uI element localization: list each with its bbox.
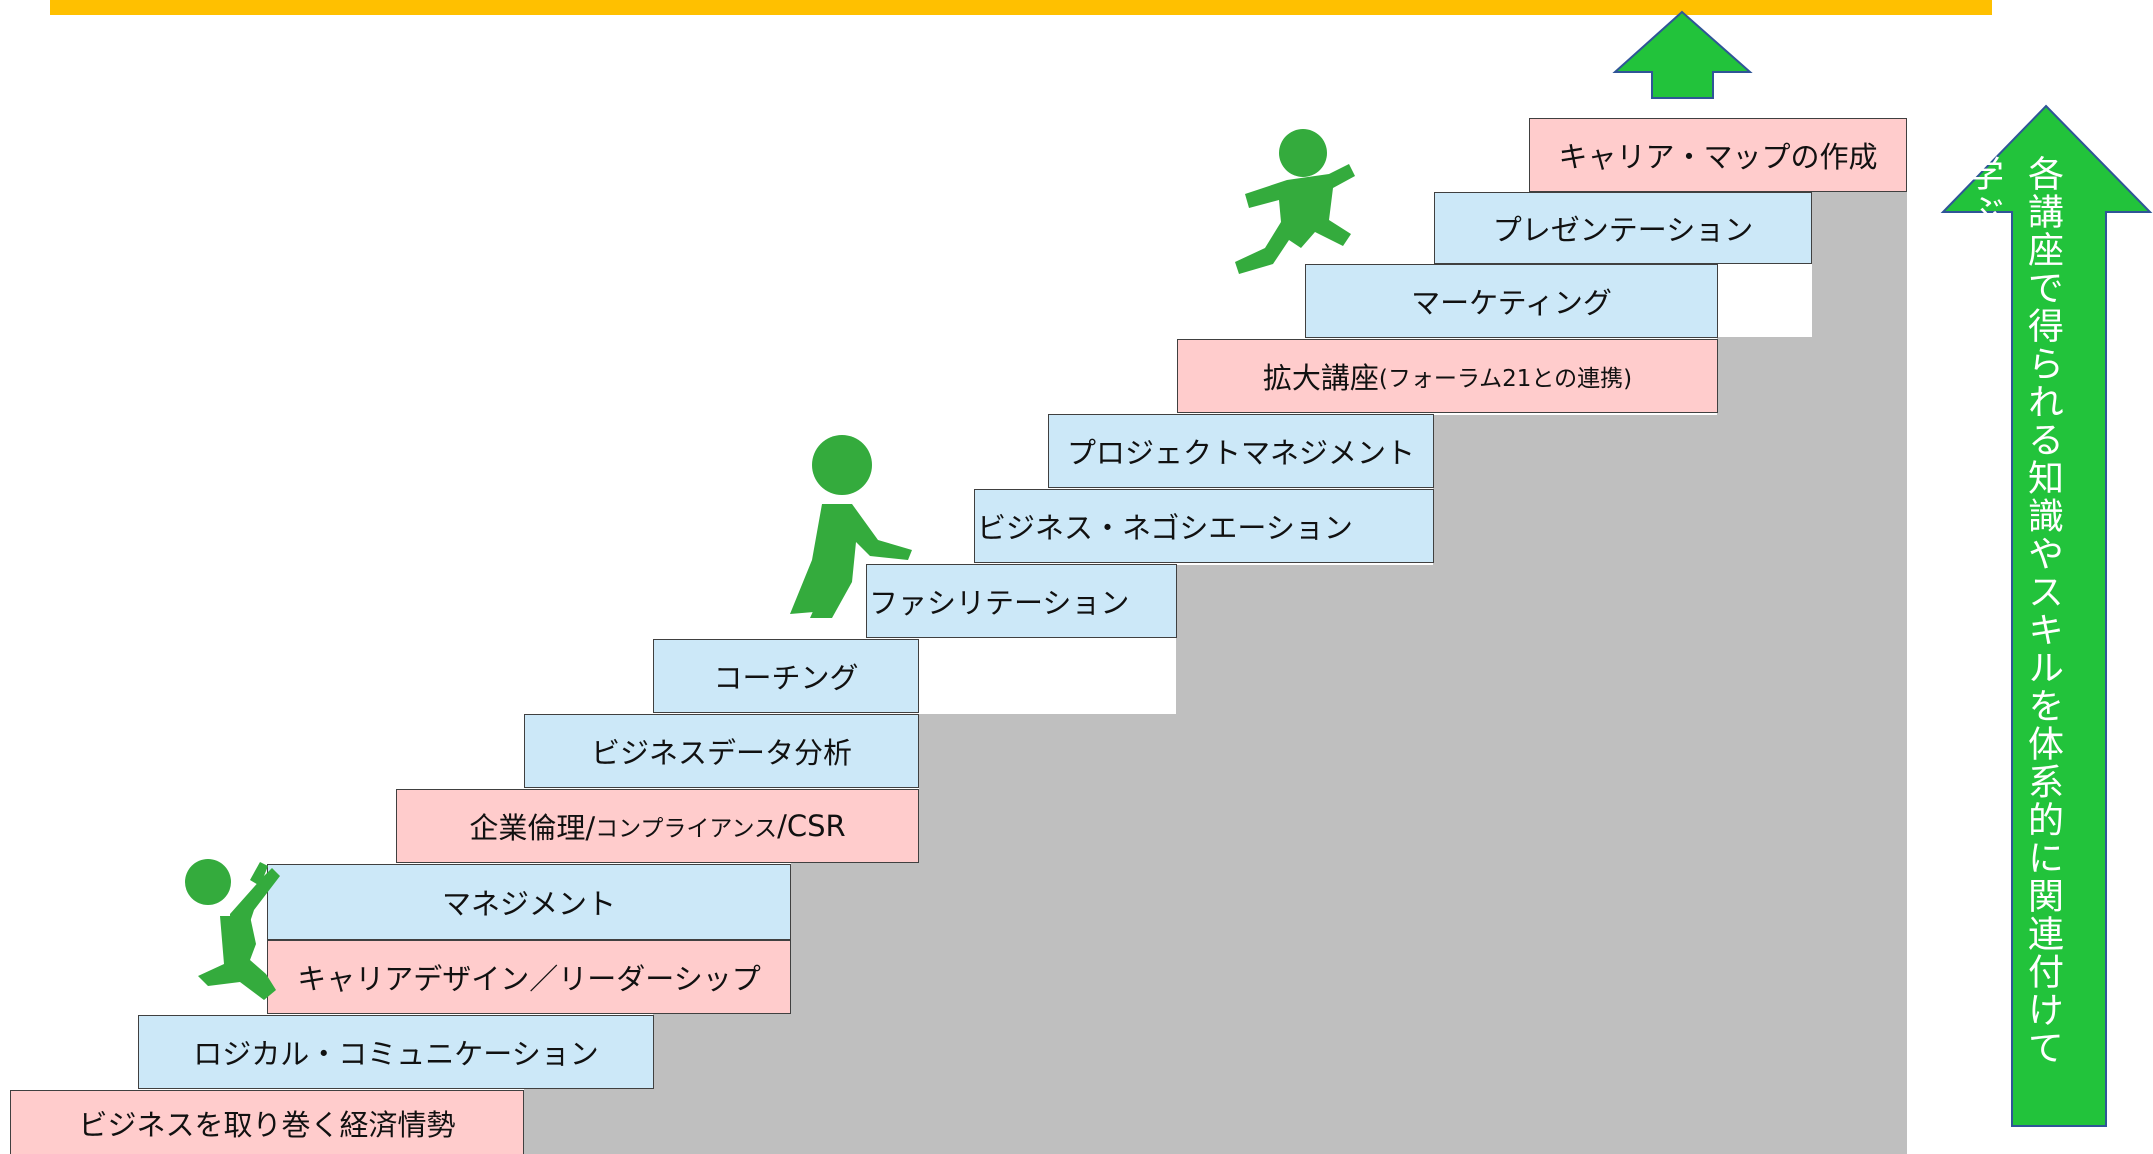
step-business-data-analysis: ビジネスデータ分析	[524, 714, 919, 788]
climbing-person-icon	[185, 859, 280, 1000]
step-label: キャリアデザイン／リーダーシップ	[297, 962, 761, 996]
step-label: プロジェクトマネジメント	[1066, 436, 1415, 470]
step-label: マーケティング	[1411, 286, 1612, 320]
step-management: マネジメント	[267, 864, 791, 940]
step-label: 拡大講座	[1262, 361, 1379, 395]
step-label: ロジカル・コミュニケーション	[193, 1037, 599, 1071]
step-ethics-compliance-csr: 企業倫理/コンプライアンス/CSR	[396, 789, 919, 863]
side-arrow-label: 各講座で得られる知識やスキルを体系的に関連付けて学ぶ	[1962, 155, 2063, 1067]
running-person-icon	[1235, 129, 1355, 274]
step-presentation: プレゼンテーション	[1434, 192, 1812, 264]
step-career-design-leadership: キャリアデザイン／リーダーシップ	[267, 940, 791, 1014]
up-arrow-icon	[1612, 10, 1753, 99]
step-logical-communication: ロジカル・コミュニケーション	[138, 1015, 654, 1089]
step-coaching: コーチング	[653, 639, 919, 713]
step-extended-course: 拡大講座(フォーラム21との連携)	[1177, 339, 1718, 413]
step-label: プレゼンテーション	[1492, 213, 1754, 247]
step-label-small: コンプライアンス	[595, 816, 778, 842]
top-banner	[50, 0, 1992, 15]
step-label: ビジネス・ネゴシエーション	[977, 511, 1353, 545]
step-label: 企業倫理/	[469, 811, 596, 845]
step-marketing: マーケティング	[1305, 264, 1718, 338]
step-career-map: キャリア・マップの作成	[1529, 118, 1907, 192]
up-arrow-icon	[1940, 104, 2153, 1127]
step-project-management: プロジェクトマネジメント	[1048, 414, 1434, 488]
step-label: ファシリテーション	[869, 586, 1130, 620]
step-facilitation: ファシリテーション	[866, 564, 1177, 638]
step-label-tail: /CSR	[777, 809, 846, 843]
step-label: ビジネスデータ分析	[590, 736, 852, 770]
step-label-small: (フォーラム21との連携)	[1378, 366, 1633, 392]
step-economic-situation: ビジネスを取り巻く経済情勢	[10, 1090, 524, 1154]
step-business-negotiation: ビジネス・ネゴシエーション	[974, 489, 1434, 563]
step-label: キャリア・マップの作成	[1558, 140, 1878, 174]
step-label: ビジネスを取り巻く経済情勢	[78, 1107, 456, 1142]
step-label: コーチング	[713, 661, 859, 695]
step-label: マネジメント	[441, 887, 616, 921]
walking-person-icon	[790, 435, 912, 618]
